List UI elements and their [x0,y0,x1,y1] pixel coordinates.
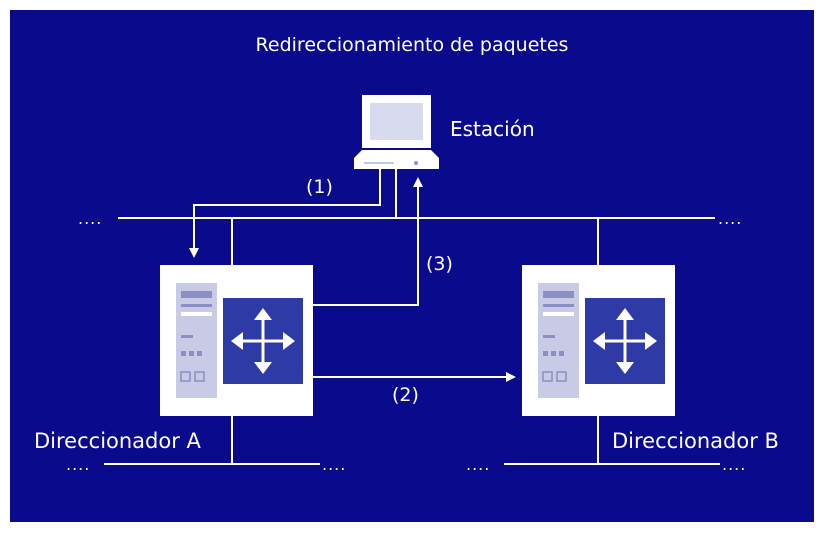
router-b-lan-right-dots: .... [722,455,746,474]
router-b-label: Direccionador B [612,429,779,453]
router-a-label: Direccionador A [34,429,202,453]
server-rack-icon [538,283,579,398]
computer-icon [354,95,439,169]
step-1-label: (1) [306,176,333,198]
station-label: Estación [450,117,535,141]
bus-left-dots: .... [78,209,102,228]
router-a-lan-left-dots: .... [66,455,90,474]
flow-arrow-1 [189,169,381,258]
router-b-lan-left-dots: .... [466,455,490,474]
router-a-lan-right-dots: .... [322,455,346,474]
diagram-title: Redireccionamiento de paquetes [256,34,569,56]
bus-right-dots: .... [718,209,742,228]
move-arrows-icon [593,308,657,374]
server-rack-icon [176,283,217,398]
step-2-label: (2) [392,384,419,406]
router-b [522,265,675,416]
move-arrows-icon [231,308,295,374]
flow-arrow-3 [313,177,423,306]
step-3-label: (3) [426,253,453,275]
router-a [160,265,313,416]
